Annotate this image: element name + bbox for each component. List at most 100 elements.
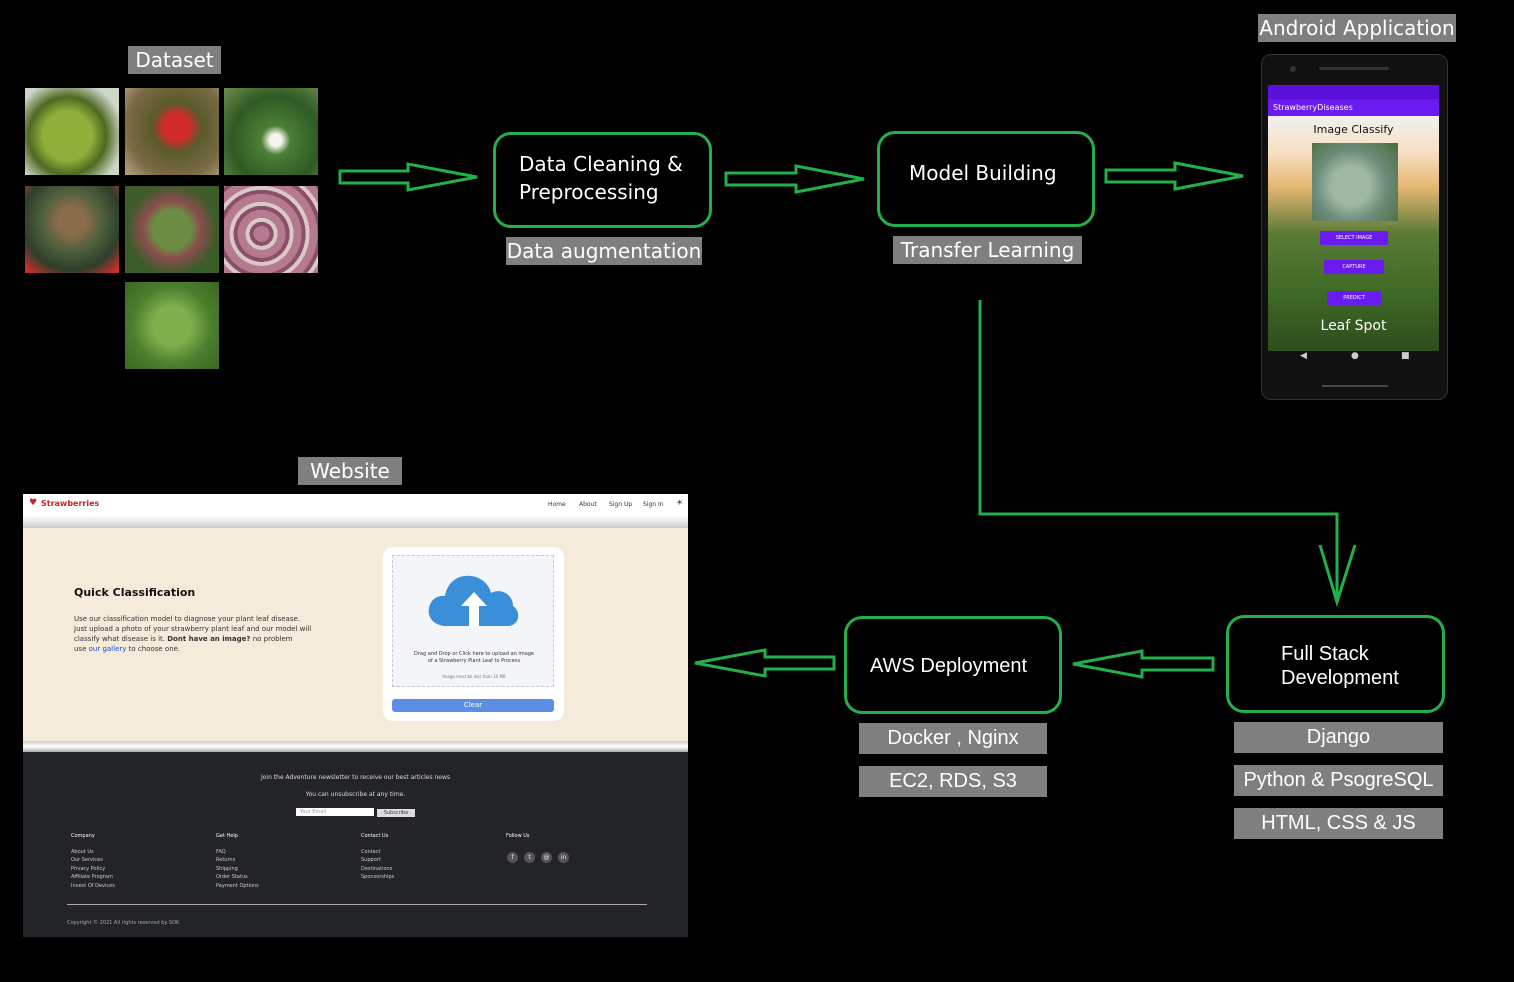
footer-col-title: Follow Us: [506, 833, 530, 839]
hero-line3: classify what disease is it. Dont have a…: [74, 634, 344, 644]
transfer-learning-label: Transfer Learning: [893, 236, 1082, 264]
linkedin-icon[interactable]: in: [558, 852, 569, 863]
select-image-button[interactable]: SELECT IMAGE: [1320, 231, 1388, 245]
hero-line4: use our gallery to choose one.: [74, 644, 344, 654]
nav-home[interactable]: Home: [548, 501, 566, 508]
predict-button[interactable]: PREDICT: [1327, 291, 1381, 305]
email-icon[interactable]: @: [541, 852, 552, 863]
docker-nginx-label: Docker , Nginx: [859, 723, 1047, 754]
capture-button[interactable]: CAPTURE: [1324, 260, 1384, 274]
brand-logo-icon: ♥: [29, 498, 38, 508]
model-building-text: Model Building: [909, 161, 1057, 185]
leaf-spot-image: [125, 186, 219, 273]
footer-link[interactable]: Contact: [361, 848, 381, 855]
newsletter-line2: You can unsubscribe at any time.: [305, 791, 406, 798]
upload-line1: Drag and Drop or Click here to upload an…: [413, 651, 535, 657]
facebook-icon[interactable]: f: [507, 852, 518, 863]
footer-link[interactable]: About Us: [71, 848, 94, 855]
footer-col-contact: Contact Us Contact Support Destinations …: [361, 832, 394, 882]
footer-col-title: Get Help: [216, 833, 238, 839]
arrow-aws-to-website: [694, 648, 836, 678]
footer-link[interactable]: Privacy Policy: [71, 865, 106, 872]
site-footer: Join the Adventure newsletter to receive…: [23, 752, 688, 937]
footer-link[interactable]: Order Status: [216, 874, 248, 880]
gray-mold-image: [224, 186, 318, 273]
hero-line1: Use our classification model to diagnose…: [74, 615, 301, 623]
arrow-fullstack-to-aws: [1072, 649, 1215, 679]
theme-toggle-icon[interactable]: ☀: [676, 498, 684, 507]
hero-title: Quick Classification: [74, 586, 196, 599]
hero-section: Quick Classification Use our classificat…: [23, 528, 688, 741]
hero-choose-text: to choose one.: [128, 645, 181, 653]
phone-app-bar: StrawberryDiseases: [1268, 99, 1439, 116]
strawberry-image: [125, 88, 219, 175]
hero-line3-text: classify what disease is it.: [74, 635, 165, 643]
hero-use-text: use: [74, 645, 87, 653]
cloud-upload-icon: [428, 575, 519, 626]
nav-sign-in[interactable]: Sign In: [643, 501, 664, 508]
nav-shadow: [23, 516, 688, 528]
phone-heading: Image Classify: [1313, 123, 1394, 136]
ec2-rds-s3-label: EC2, RDS, S3: [859, 766, 1047, 797]
nav-about[interactable]: About: [579, 501, 597, 508]
python-postgres-label: Python & PsogreSQL: [1234, 765, 1443, 796]
footer-col-follow: Follow Us: [506, 832, 530, 841]
footer-col-title: Company: [71, 833, 95, 839]
upload-instructions: Drag and Drop or Click here to upload an…: [393, 651, 555, 665]
connector-model-to-fullstack: [978, 300, 1339, 600]
arrow-cleaning-to-model: [724, 164, 865, 194]
hero-line2: Just upload a photo of your strawberry p…: [74, 625, 312, 633]
android-label: Android Application: [1258, 14, 1456, 42]
rotten-fruit-image: [25, 186, 119, 273]
django-label: Django: [1234, 722, 1443, 753]
footer-col-get-help: Get Help FAQ Returns Shipping Order Stat…: [216, 832, 259, 890]
footer-link[interactable]: Returns: [216, 857, 236, 863]
hero-shadow: [23, 741, 688, 752]
footer-link[interactable]: FAQ: [216, 848, 226, 855]
website-screenshot: ♥ Strawberries Home About Sign Up Sign I…: [23, 494, 688, 937]
nav-recents-icon[interactable]: ■: [1401, 351, 1410, 361]
aws-deployment-stage: AWS Deployment: [844, 616, 1062, 714]
dataset-label: Dataset: [128, 46, 221, 74]
leaf-image: [25, 88, 119, 175]
website-label: Website: [298, 457, 402, 485]
phone-preview-image: [1312, 143, 1398, 221]
upload-dropzone[interactable]: Drag and Drop or Click here to upload an…: [392, 555, 554, 687]
hero-description: Use our classification model to diagnose…: [74, 614, 344, 654]
model-building-stage: Model Building: [877, 131, 1095, 227]
footer-link[interactable]: Affiliate Program: [71, 874, 113, 880]
arrow-model-to-app: [1104, 161, 1244, 191]
nav-back-icon[interactable]: ◀: [1300, 351, 1307, 361]
brand-name[interactable]: Strawberries: [41, 499, 100, 508]
footer-link[interactable]: Our Services: [71, 857, 103, 863]
subscribe-button[interactable]: Subscribe: [377, 809, 415, 817]
phone-camera: [1290, 66, 1296, 72]
copyright-text: Copyright © 2021 All rights reserved by …: [67, 920, 180, 926]
full-stack-line2: Development: [1281, 667, 1399, 689]
footer-link[interactable]: Sponsorships: [361, 874, 395, 880]
green-leaf-image: [125, 282, 219, 369]
hero-bold: Dont have an image?: [167, 635, 251, 643]
data-cleaning-line2: Preprocessing: [519, 180, 659, 204]
footer-link[interactable]: Shipping: [216, 865, 238, 872]
nav-sign-up[interactable]: Sign Up: [609, 501, 633, 508]
full-stack-line1: Full Stack: [1281, 643, 1369, 665]
twitter-icon[interactable]: t: [524, 852, 535, 863]
phone-home-indicator: [1322, 385, 1388, 387]
phone-screen: StrawberryDiseases Image Classify SELECT…: [1268, 85, 1439, 351]
nav-home-icon[interactable]: ●: [1351, 351, 1359, 361]
upload-card: Drag and Drop or Click here to upload an…: [383, 547, 564, 721]
android-phone: StrawberryDiseases Image Classify SELECT…: [1261, 54, 1448, 400]
data-cleaning-line1: Data Cleaning &: [519, 152, 683, 176]
footer-link[interactable]: Payment Options: [216, 882, 259, 889]
email-input[interactable]: Your Email: [296, 808, 374, 816]
footer-link[interactable]: Support: [361, 857, 381, 863]
footer-link[interactable]: Invest Of Devices: [71, 882, 115, 889]
gallery-link[interactable]: our gallery: [88, 645, 127, 653]
clear-button[interactable]: Clear: [392, 699, 554, 712]
connector-arrowhead: [1318, 544, 1357, 608]
phone-status-bar: [1268, 85, 1439, 99]
data-cleaning-stage: Data Cleaning & Preprocessing: [493, 132, 712, 228]
footer-link[interactable]: Destinations: [361, 865, 393, 872]
